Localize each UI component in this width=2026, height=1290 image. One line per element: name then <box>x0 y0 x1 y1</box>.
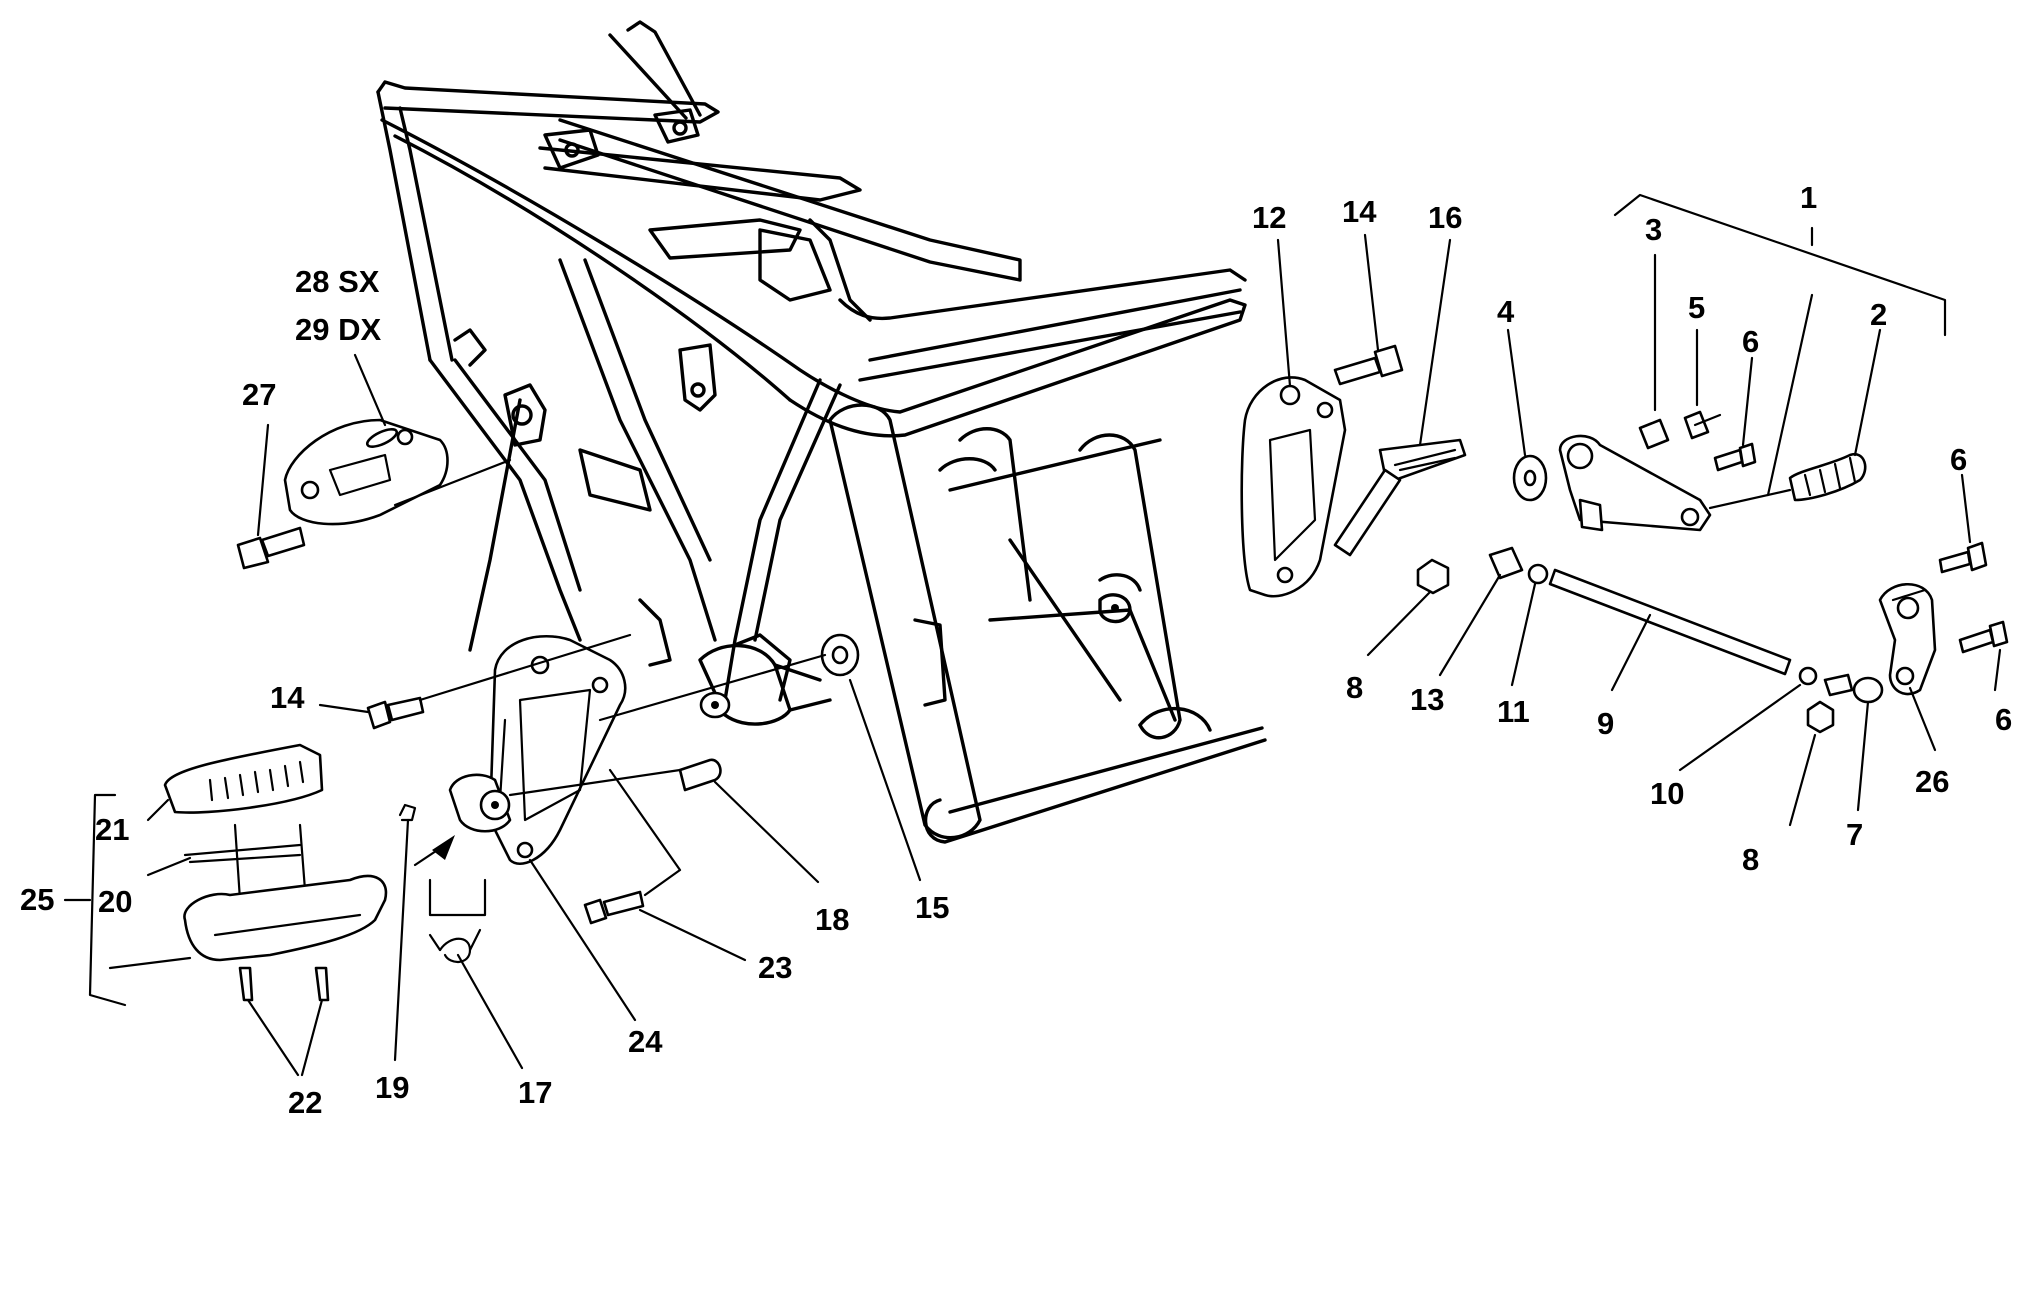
callout-25: 25 <box>20 882 54 917</box>
callout-21: 21 <box>95 812 129 847</box>
callout-20: 20 <box>98 884 132 919</box>
callout-1: 1 <box>1800 180 1817 215</box>
callout-17: 17 <box>518 1075 552 1110</box>
callout-26: 26 <box>1915 764 1949 799</box>
callout-9: 9 <box>1597 706 1614 741</box>
callout-10: 10 <box>1650 776 1684 811</box>
callout-15: 15 <box>915 890 949 925</box>
left-footpeg-assembly <box>163 418 860 1002</box>
callout-6c: 6 <box>1995 702 2012 737</box>
callout-labels: 1 2 3 4 5 6 6 6 7 8 8 9 10 11 12 13 14 1… <box>20 180 2012 1120</box>
callout-4: 4 <box>1497 294 1515 329</box>
callout-29-dx: 29 DX <box>295 312 381 347</box>
callout-12: 12 <box>1252 200 1286 235</box>
callout-13: 13 <box>1410 682 1444 717</box>
callout-11: 11 <box>1497 694 1530 729</box>
callout-6b: 6 <box>1950 442 1967 477</box>
callout-19: 19 <box>375 1070 409 1105</box>
callout-16: 16 <box>1428 200 1462 235</box>
motorcycle-frame <box>376 20 1267 844</box>
callout-14b: 14 <box>270 680 305 715</box>
callout-27: 27 <box>242 377 276 412</box>
callout-28-sx: 28 SX <box>295 264 380 299</box>
callout-5: 5 <box>1688 290 1705 325</box>
callout-22: 22 <box>288 1085 322 1120</box>
callout-24: 24 <box>628 1024 663 1059</box>
callout-18: 18 <box>815 902 849 937</box>
leader-lines <box>63 193 2002 1077</box>
callout-3: 3 <box>1645 212 1662 247</box>
callout-14a: 14 <box>1342 194 1377 229</box>
callout-8b: 8 <box>1742 842 1759 877</box>
callout-7: 7 <box>1846 817 1863 852</box>
right-footpeg-assembly <box>1240 344 2009 734</box>
callout-2: 2 <box>1870 297 1887 332</box>
callout-23: 23 <box>758 950 792 985</box>
callout-6a: 6 <box>1742 324 1759 359</box>
callout-8a: 8 <box>1346 670 1363 705</box>
